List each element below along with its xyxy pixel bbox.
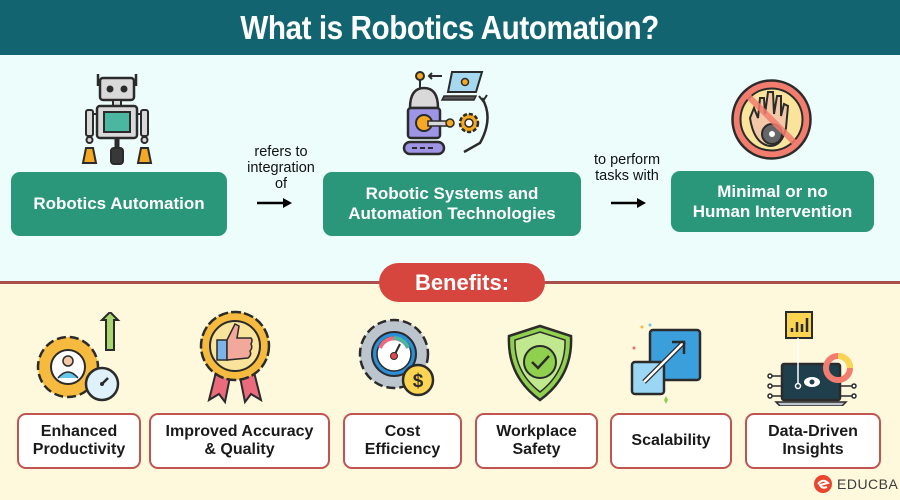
benefit-improved-accuracy: Improved Accuracy & Quality xyxy=(149,413,330,469)
step-label-line: Human Intervention xyxy=(692,201,853,221)
benefit-workplace-safety: Workplace Safety xyxy=(475,413,598,469)
benefit-label: Safety xyxy=(512,441,561,458)
shield-check-icon xyxy=(507,324,573,402)
connector-text: integration xyxy=(247,160,315,176)
educba-logo-icon xyxy=(814,475,832,493)
benefit-label: Productivity xyxy=(32,441,126,458)
benefit-cost-efficiency: Cost Efficiency xyxy=(343,413,462,469)
connector-text: of xyxy=(274,176,288,192)
benefit-label: Data-Driven xyxy=(768,423,858,440)
benefit-label: & Quality xyxy=(204,441,275,458)
robot-icon xyxy=(81,74,153,165)
connector-text: to perform xyxy=(593,152,661,168)
brand-name: EDUCBA xyxy=(837,476,899,492)
right-arrow-icon xyxy=(257,198,292,208)
no-hand-icon xyxy=(731,79,812,160)
step-label-line: Robotic Systems and xyxy=(365,184,539,203)
connector-refers-to: refers to integration of xyxy=(236,144,326,192)
gear-gauge-dollar-icon: $ xyxy=(358,318,435,397)
step-label: Robotics Automation xyxy=(33,194,205,213)
scale-up-arrow-icon xyxy=(630,323,702,404)
right-arrow-icon xyxy=(611,198,646,208)
benefit-label: Workplace xyxy=(496,423,577,440)
page-title: What is Robotics Automation? xyxy=(240,8,660,46)
benefit-label: Improved Accuracy xyxy=(165,423,314,440)
step-robotics-automation: Robotics Automation xyxy=(11,172,227,236)
benefit-label: Enhanced xyxy=(40,423,118,440)
step-robotic-systems: Robotic Systems and Automation Technolog… xyxy=(323,172,581,236)
step-label-line: Automation Technologies xyxy=(348,204,556,223)
benefit-enhanced-productivity: Enhanced Productivity xyxy=(17,413,141,469)
gear-person-clock-icon xyxy=(36,312,121,402)
connector-text: tasks with xyxy=(595,168,659,184)
thumbs-up-badge-icon xyxy=(199,310,271,405)
connector-text: refers to xyxy=(254,144,308,160)
robot-arm-laptop-gear-icon xyxy=(402,71,489,156)
benefit-label: Scalability xyxy=(631,432,711,449)
connector-to-perform: to perform tasks with xyxy=(584,152,670,184)
benefit-label: Cost xyxy=(384,423,421,440)
benefit-label: Insights xyxy=(782,441,844,458)
svg-text:$: $ xyxy=(413,371,424,392)
benefit-data-driven-insights: Data-Driven Insights xyxy=(745,413,881,469)
step-label-line: Minimal or no xyxy=(717,181,828,201)
benefit-scalability: Scalability xyxy=(610,413,732,469)
benefit-label: Efficiency xyxy=(364,441,441,458)
brand-logo: EDUCBA xyxy=(813,474,898,494)
step-minimal-human-intervention: Minimal or no Human Intervention xyxy=(671,171,874,232)
laptop-analytics-icon xyxy=(767,311,857,406)
header-banner: What is Robotics Automation? xyxy=(0,0,900,55)
benefits-heading: Benefits: xyxy=(379,263,545,302)
benefits-title: Benefits: xyxy=(414,269,510,295)
